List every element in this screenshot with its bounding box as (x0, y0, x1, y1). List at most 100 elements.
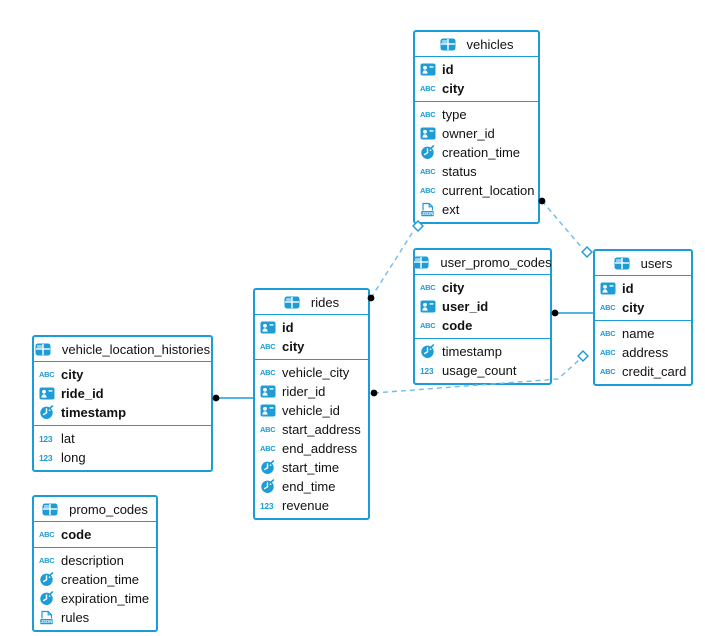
column-name: type (442, 107, 467, 122)
column-row-timestamp: timestamp (34, 403, 211, 422)
time-icon (420, 344, 438, 359)
time-icon (260, 479, 278, 494)
text-icon: ABC (420, 283, 436, 292)
column-name: creation_time (61, 572, 140, 587)
uuid-icon (260, 321, 278, 334)
uuid-icon (420, 127, 438, 140)
table-header[interactable]: user_promo_codes (413, 250, 552, 275)
table-icon (440, 38, 458, 51)
time-icon (39, 405, 57, 420)
column-name: current_location (442, 183, 535, 198)
text-icon: ABC (39, 370, 55, 379)
column-name: expiration_time (61, 591, 150, 606)
table-name: rides (310, 294, 340, 310)
column-name: credit_card (622, 364, 687, 379)
edge-dot-endpoint (212, 394, 220, 402)
column-name: start_address (282, 422, 361, 437)
number-icon: 123 (39, 452, 53, 463)
time-icon (39, 591, 57, 606)
time-icon (420, 145, 438, 160)
text-icon: ABC (420, 84, 436, 93)
column-row-vehicle_id: vehicle_id (255, 401, 368, 420)
uuid-icon (260, 385, 278, 398)
table-header[interactable]: rides (255, 290, 368, 315)
table-header[interactable]: users (595, 251, 691, 276)
time-icon (260, 460, 278, 475)
json-icon: JSON (420, 202, 438, 217)
column-name: city (622, 300, 645, 315)
text-icon: ABC (39, 530, 55, 539)
column-row-creation_time: creation_time (415, 143, 538, 162)
column-row-current_location: ABC current_location (415, 181, 538, 200)
table-icon (35, 343, 53, 356)
table-header[interactable]: promo_codes (34, 497, 156, 522)
table-header[interactable]: vehicles (415, 32, 538, 57)
time-icon (39, 572, 57, 587)
uuid-icon (420, 300, 438, 313)
relationship-edge-vehicles-users[interactable] (541, 200, 584, 250)
column-name: name (622, 326, 655, 341)
column-name: rules (61, 610, 90, 625)
edge-dot-endpoint (551, 309, 559, 317)
column-name: code (442, 318, 473, 333)
column-row-timestamp: timestamp (415, 342, 550, 361)
relationship-edge-rides-vehicles[interactable] (370, 229, 415, 299)
text-icon: ABC (420, 186, 436, 195)
column-name: timestamp (61, 405, 127, 420)
column-name: id (622, 281, 634, 296)
text-icon: ABC (39, 556, 55, 565)
table-name: vehicle_location_histories (61, 341, 211, 357)
text-icon: ABC (600, 367, 616, 376)
column-row-start_time: start_time (255, 458, 368, 477)
text-icon: ABC (600, 348, 616, 357)
edge-dot-endpoint (370, 389, 378, 397)
column-name: vehicle_city (282, 365, 350, 380)
column-row-ride_id: ride_id (34, 384, 211, 403)
number-icon: 123 (260, 500, 274, 511)
column-row-id: id (255, 318, 368, 337)
uuid-icon (39, 387, 57, 400)
svg-text:JSON: JSON (422, 211, 434, 216)
column-name: city (61, 367, 84, 382)
column-name: city (442, 81, 465, 96)
table-icon (614, 257, 632, 270)
column-name: id (442, 62, 454, 77)
text-icon: ABC (260, 342, 276, 351)
column-row-city: ABC city (34, 365, 211, 384)
table-icon (284, 296, 302, 309)
uuid-icon (600, 282, 618, 295)
column-name: address (622, 345, 669, 360)
column-row-user_id: user_id (415, 297, 550, 316)
column-name: end_time (282, 479, 336, 494)
column-row-city: ABC city (415, 79, 538, 98)
text-icon: ABC (420, 167, 436, 176)
column-row-credit_card: ABC credit_card (595, 362, 691, 381)
table-header[interactable]: vehicle_location_histories (34, 337, 211, 362)
